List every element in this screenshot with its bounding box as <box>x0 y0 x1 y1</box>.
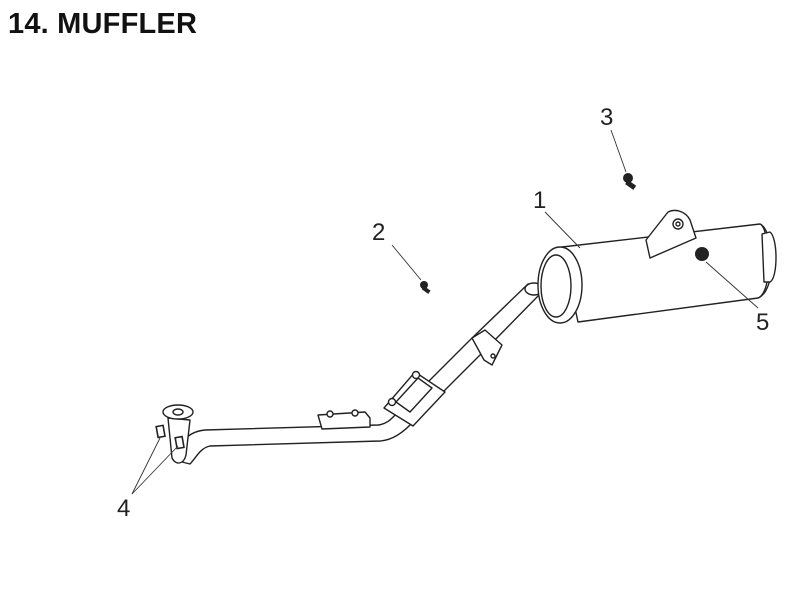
callout-3: 3 <box>600 104 613 131</box>
bolt-3 <box>623 173 637 190</box>
muffler-body <box>537 209 777 324</box>
leader-lines <box>131 129 759 495</box>
pipe-clamp <box>471 329 503 366</box>
bolt-2 <box>420 281 431 294</box>
callout-1: 1 <box>533 187 546 214</box>
nut-5 <box>695 247 709 261</box>
pipe-mounting-plate <box>317 409 371 430</box>
page-title: 14. MUFFLER <box>8 8 198 40</box>
exhaust-pipe <box>162 282 544 465</box>
callout-5: 5 <box>756 309 769 336</box>
callout-2: 2 <box>372 219 385 246</box>
gaskets-4 <box>155 424 185 450</box>
pipe-bracket <box>383 370 446 427</box>
callout-4: 4 <box>117 495 130 522</box>
